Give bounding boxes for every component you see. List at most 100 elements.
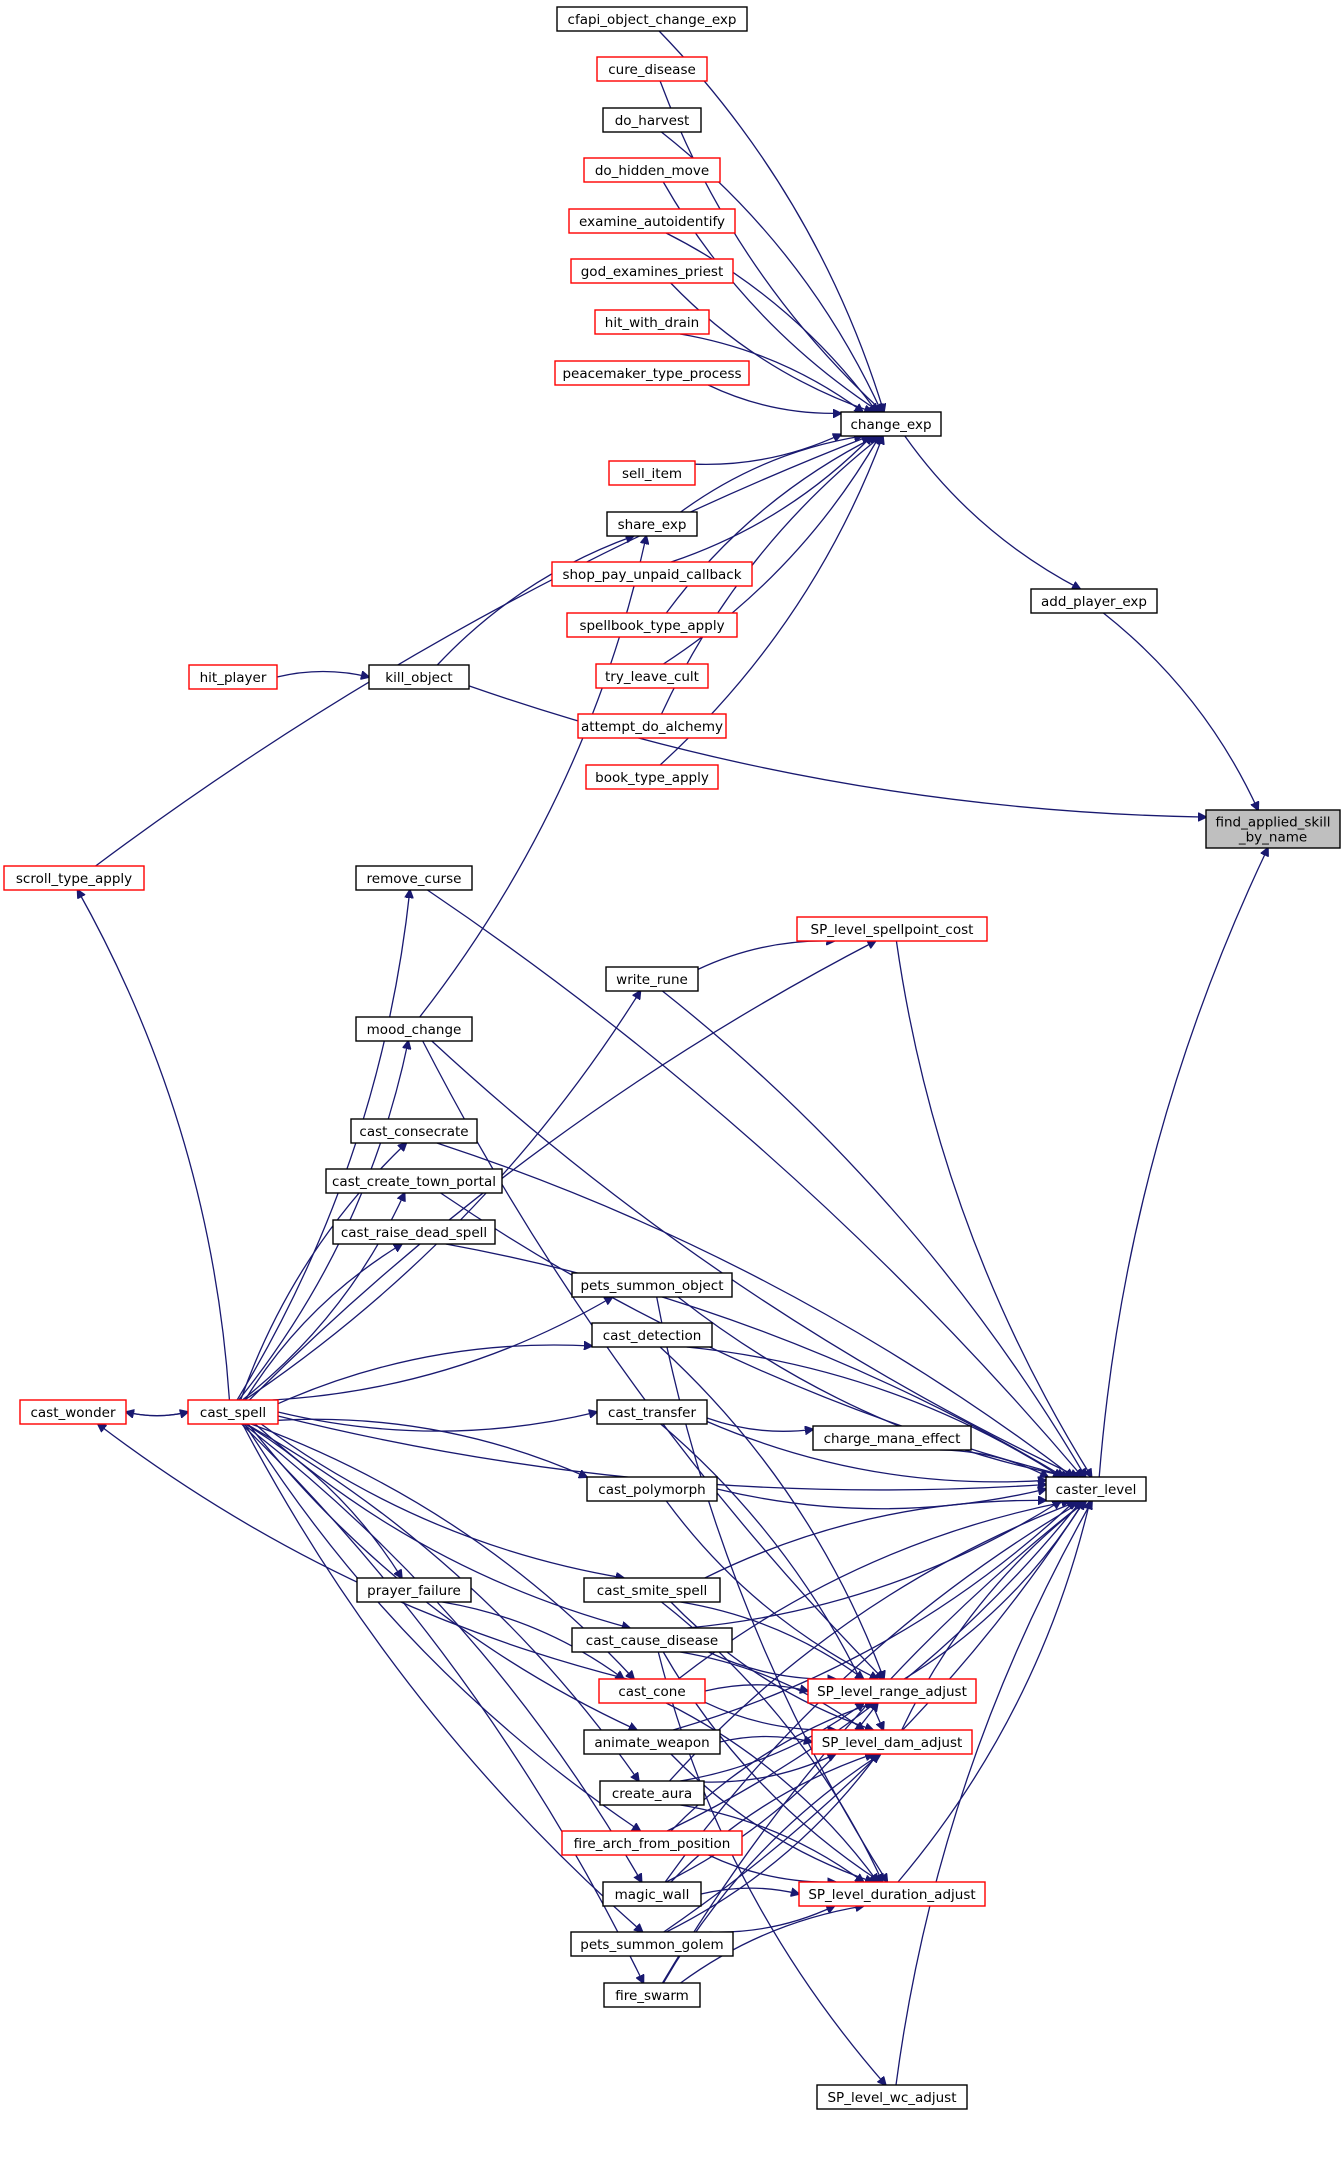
- call-edge: [677, 1296, 1070, 1477]
- node-box: [568, 208, 736, 234]
- call-edge: [680, 1703, 864, 1782]
- node-change-exp[interactable]: change_exp: [840, 411, 942, 437]
- node-label: pets_summon_object: [580, 1278, 723, 1294]
- node-cast-consecrate[interactable]: cast_consecrate: [350, 1118, 478, 1144]
- call-edge: [663, 1501, 1085, 1933]
- node-animate-weapon[interactable]: animate_weapon: [583, 1729, 721, 1755]
- node-fire-arch-from-position[interactable]: fire_arch_from_position: [561, 1830, 743, 1856]
- node-label: cast_wonder: [30, 1405, 116, 1421]
- node-magic-wall[interactable]: magic_wall: [602, 1881, 702, 1907]
- node-spellbook-type-apply[interactable]: spellbook_type_apply: [566, 612, 738, 638]
- node-cast-create-town-portal[interactable]: cast_create_town_portal: [325, 1168, 503, 1194]
- node-do-harvest[interactable]: do_harvest: [602, 107, 702, 133]
- node-find-applied-skill-by-name: find_applied_skill_by_name: [1205, 809, 1341, 849]
- call-edge: [661, 990, 1085, 1477]
- call-edge: [236, 890, 410, 1401]
- node-sp-level-range-adjust[interactable]: SP_level_range_adjust: [807, 1678, 977, 1704]
- node-god-examines-priest[interactable]: god_examines_priest: [570, 258, 734, 284]
- node-cast-spell[interactable]: cast_spell: [187, 1399, 279, 1425]
- node-sp-level-wc-adjust[interactable]: SP_level_wc_adjust: [816, 2084, 968, 2110]
- call-edge: [277, 1418, 587, 1477]
- node-cast-raise-dead-spell[interactable]: cast_raise_dead_spell: [332, 1219, 496, 1245]
- node-label: try_leave_cult: [605, 669, 699, 685]
- node-cast-cone[interactable]: cast_cone: [598, 1678, 706, 1704]
- node-box: [325, 1168, 503, 1194]
- node-scroll-type-apply[interactable]: scroll_type_apply: [3, 865, 145, 891]
- node-cast-wonder[interactable]: cast_wonder: [19, 1399, 127, 1425]
- node-box: [1205, 809, 1341, 849]
- call-edge: [670, 1703, 873, 1832]
- node-sell-item[interactable]: sell_item: [608, 460, 696, 486]
- node-box: [583, 157, 721, 183]
- node-label: write_rune: [616, 972, 688, 988]
- node-box: [605, 966, 699, 992]
- node-remove-curse[interactable]: remove_curse: [355, 865, 473, 891]
- node-book-type-apply[interactable]: book_type_apply: [585, 764, 719, 790]
- node-pets-summon-object[interactable]: pets_summon_object: [571, 1272, 733, 1298]
- node-hit-player[interactable]: hit_player: [188, 664, 278, 690]
- node-caster-level[interactable]: caster_level: [1045, 1476, 1147, 1502]
- node-box: [1030, 588, 1158, 614]
- call-edge: [665, 232, 877, 412]
- node-mood-change[interactable]: mood_change: [355, 1016, 473, 1042]
- node-label: charge_mana_effect: [824, 1431, 961, 1447]
- node-box: [3, 865, 145, 891]
- call-edge: [244, 1423, 641, 1831]
- call-edge: [125, 1412, 188, 1416]
- node-charge-mana-effect[interactable]: charge_mana_effect: [812, 1425, 972, 1451]
- node-cast-smite-spell[interactable]: cast_smite_spell: [583, 1577, 721, 1603]
- call-edge: [260, 1423, 624, 1578]
- node-box: [812, 1425, 972, 1451]
- node-try-leave-cult[interactable]: try_leave_cult: [595, 663, 709, 689]
- call-edge: [706, 1417, 813, 1431]
- call-edge: [680, 1804, 864, 1882]
- node-box: [350, 1118, 478, 1144]
- node-create-aura[interactable]: create_aura: [599, 1780, 705, 1806]
- call-edge: [244, 1423, 402, 1578]
- node-write-rune[interactable]: write_rune: [605, 966, 699, 992]
- node-label: caster_level: [1056, 1482, 1137, 1498]
- node-label: hit_player: [200, 670, 267, 686]
- node-box: [796, 916, 988, 942]
- call-edge: [419, 536, 647, 1018]
- node-label: scroll_type_apply: [16, 871, 132, 887]
- node-sp-level-duration-adjust[interactable]: SP_level_duration_adjust: [798, 1881, 986, 1907]
- node-cast-transfer[interactable]: cast_transfer: [596, 1399, 708, 1425]
- node-box: [595, 663, 709, 689]
- node-shop-pay-unpaid-callback[interactable]: shop_pay_unpaid_callback: [551, 561, 753, 587]
- call-edge: [680, 1906, 864, 1984]
- call-edge: [277, 1412, 597, 1432]
- node-label: cast_create_town_portal: [332, 1174, 496, 1190]
- node-label: kill_object: [385, 670, 452, 686]
- node-examine-autoidentify[interactable]: examine_autoidentify: [568, 208, 736, 234]
- node-cast-polymorph[interactable]: cast_polymorph: [586, 1476, 718, 1502]
- node-box: [571, 1272, 733, 1298]
- node-share-exp[interactable]: share_exp: [606, 511, 698, 537]
- node-kill-object[interactable]: kill_object: [368, 664, 470, 690]
- node-hit-with-drain[interactable]: hit_with_drain: [594, 309, 710, 335]
- call-edge: [78, 890, 231, 1401]
- node-pets-summon-golem[interactable]: pets_summon_golem: [570, 1931, 734, 1957]
- node-add-player-exp[interactable]: add_player_exp: [1030, 588, 1158, 614]
- node-cure-disease[interactable]: cure_disease: [596, 56, 708, 82]
- call-edge: [436, 1142, 1073, 1477]
- node-attempt-do-alchemy[interactable]: attempt_do_alchemy: [577, 713, 727, 739]
- node-peacemaker-type-process[interactable]: peacemaker_type_process: [554, 360, 750, 386]
- node-label: cast_spell: [200, 1405, 266, 1421]
- call-edge: [707, 384, 841, 413]
- call-edge: [895, 940, 1091, 1477]
- node-box: [798, 1881, 986, 1907]
- node-sp-level-spellpoint-cost[interactable]: SP_level_spellpoint_cost: [796, 916, 988, 942]
- node-cfapi-object-change-exp[interactable]: cfapi_object_change_exp: [556, 6, 748, 32]
- node-sp-level-dam-adjust[interactable]: SP_level_dam_adjust: [811, 1729, 973, 1755]
- node-do-hidden-move[interactable]: do_hidden_move: [583, 157, 721, 183]
- node-fire-swarm[interactable]: fire_swarm: [603, 1982, 701, 2008]
- node-cast-detection[interactable]: cast_detection: [591, 1322, 713, 1348]
- node-label: magic_wall: [615, 1887, 690, 1903]
- node-box: [591, 1322, 713, 1348]
- call-edge: [666, 1754, 877, 1933]
- node-cast-cause-disease[interactable]: cast_cause_disease: [571, 1627, 733, 1653]
- node-prayer-failure[interactable]: prayer_failure: [356, 1577, 472, 1603]
- call-edge: [716, 1489, 1046, 1510]
- call-edge: [904, 435, 1080, 589]
